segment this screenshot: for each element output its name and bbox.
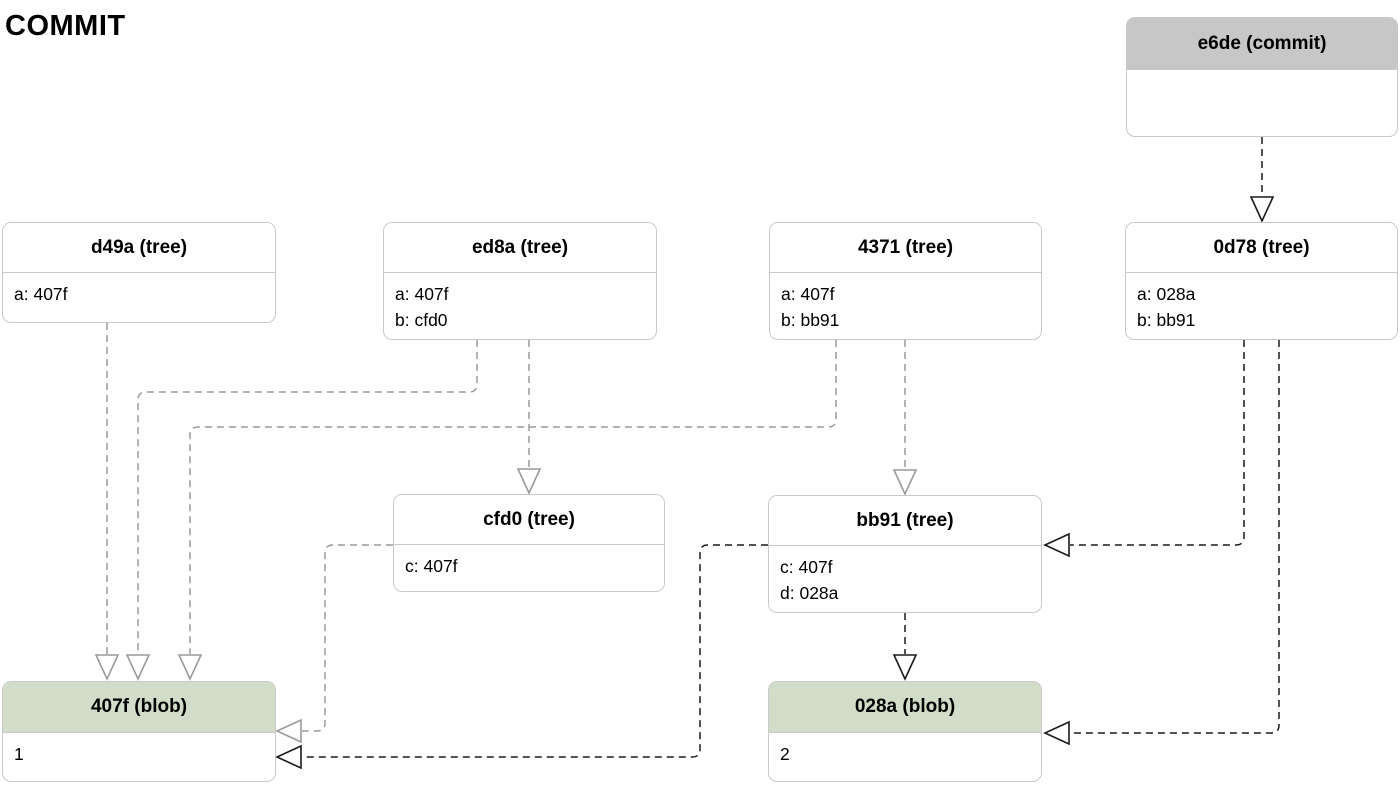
node-0d78-entry-0: a: 028a (1137, 284, 1196, 304)
node-4371-tree: 4371 (tree) a: 407f b: bb91 (769, 222, 1042, 340)
node-d49a-entry-0: a: 407f (14, 284, 68, 304)
node-028a-blob: 028a (blob) 2 (768, 681, 1042, 782)
edge-cfd0-407f (302, 544, 393, 732)
arrowhead-0d78-028a (1043, 720, 1070, 746)
node-bb91-tree: bb91 (tree) c: 407f d: 028a (768, 495, 1042, 613)
arrowhead-bb91-407f (275, 744, 302, 770)
node-cfd0-body: c: 407f (394, 545, 664, 579)
edge-bb91-407f (302, 544, 768, 758)
node-d49a-tree: d49a (tree) a: 407f (2, 222, 276, 323)
arrowhead-0d78-bb91 (1043, 532, 1070, 558)
node-0d78-title: 0d78 (tree) (1126, 223, 1397, 273)
node-bb91-body: c: 407f d: 028a (769, 546, 1041, 606)
node-4371-entry-1: b: bb91 (781, 310, 840, 330)
edge-ed8a-407f (137, 340, 478, 654)
node-ed8a-tree: ed8a (tree) a: 407f b: cfd0 (383, 222, 657, 340)
edge-0d78-028a (1070, 340, 1280, 734)
node-4371-entry-0: a: 407f (781, 284, 835, 304)
node-407f-body: 1 (3, 733, 275, 767)
node-028a-title: 028a (blob) (769, 682, 1041, 733)
node-0d78-tree: 0d78 (tree) a: 028a b: bb91 (1125, 222, 1398, 340)
arrowhead-4371-407f (177, 654, 203, 681)
node-bb91-entry-0: c: 407f (780, 557, 833, 577)
arrowhead-4371-bb91 (892, 469, 918, 496)
node-bb91-title: bb91 (tree) (769, 496, 1041, 546)
node-028a-entry-0: 2 (780, 744, 790, 764)
node-e6de-title: e6de (commit) (1127, 18, 1397, 70)
node-ed8a-title: ed8a (tree) (384, 223, 656, 273)
node-cfd0-entry-0: c: 407f (405, 556, 458, 576)
node-407f-title: 407f (blob) (3, 682, 275, 733)
node-4371-body: a: 407f b: bb91 (770, 273, 1041, 333)
node-e6de-body (1127, 70, 1397, 78)
node-d49a-body: a: 407f (3, 273, 275, 307)
arrowhead-d49a-407f (94, 654, 120, 681)
node-bb91-entry-1: d: 028a (780, 583, 839, 603)
arrowhead-ed8a-cfd0 (516, 468, 542, 495)
node-407f-blob: 407f (blob) 1 (2, 681, 276, 782)
node-ed8a-entry-1: b: cfd0 (395, 310, 448, 330)
node-0d78-entry-1: b: bb91 (1137, 310, 1196, 330)
arrowhead-cfd0-407f (275, 718, 302, 744)
arrowhead-e6de-0d78 (1249, 196, 1275, 223)
arrowhead-ed8a-407f (125, 654, 151, 681)
node-ed8a-body: a: 407f b: cfd0 (384, 273, 656, 333)
node-ed8a-entry-0: a: 407f (395, 284, 449, 304)
node-e6de-commit: e6de (commit) (1126, 17, 1398, 137)
edge-0d78-bb91 (1070, 340, 1245, 546)
node-028a-body: 2 (769, 733, 1041, 767)
arrowhead-bb91-028a (892, 654, 918, 681)
node-cfd0-title: cfd0 (tree) (394, 495, 664, 545)
diagram-title: COMMIT (5, 10, 126, 42)
node-d49a-title: d49a (tree) (3, 223, 275, 273)
node-407f-entry-0: 1 (14, 744, 24, 764)
node-cfd0-tree: cfd0 (tree) c: 407f (393, 494, 665, 592)
node-0d78-body: a: 028a b: bb91 (1126, 273, 1397, 333)
node-4371-title: 4371 (tree) (770, 223, 1041, 273)
